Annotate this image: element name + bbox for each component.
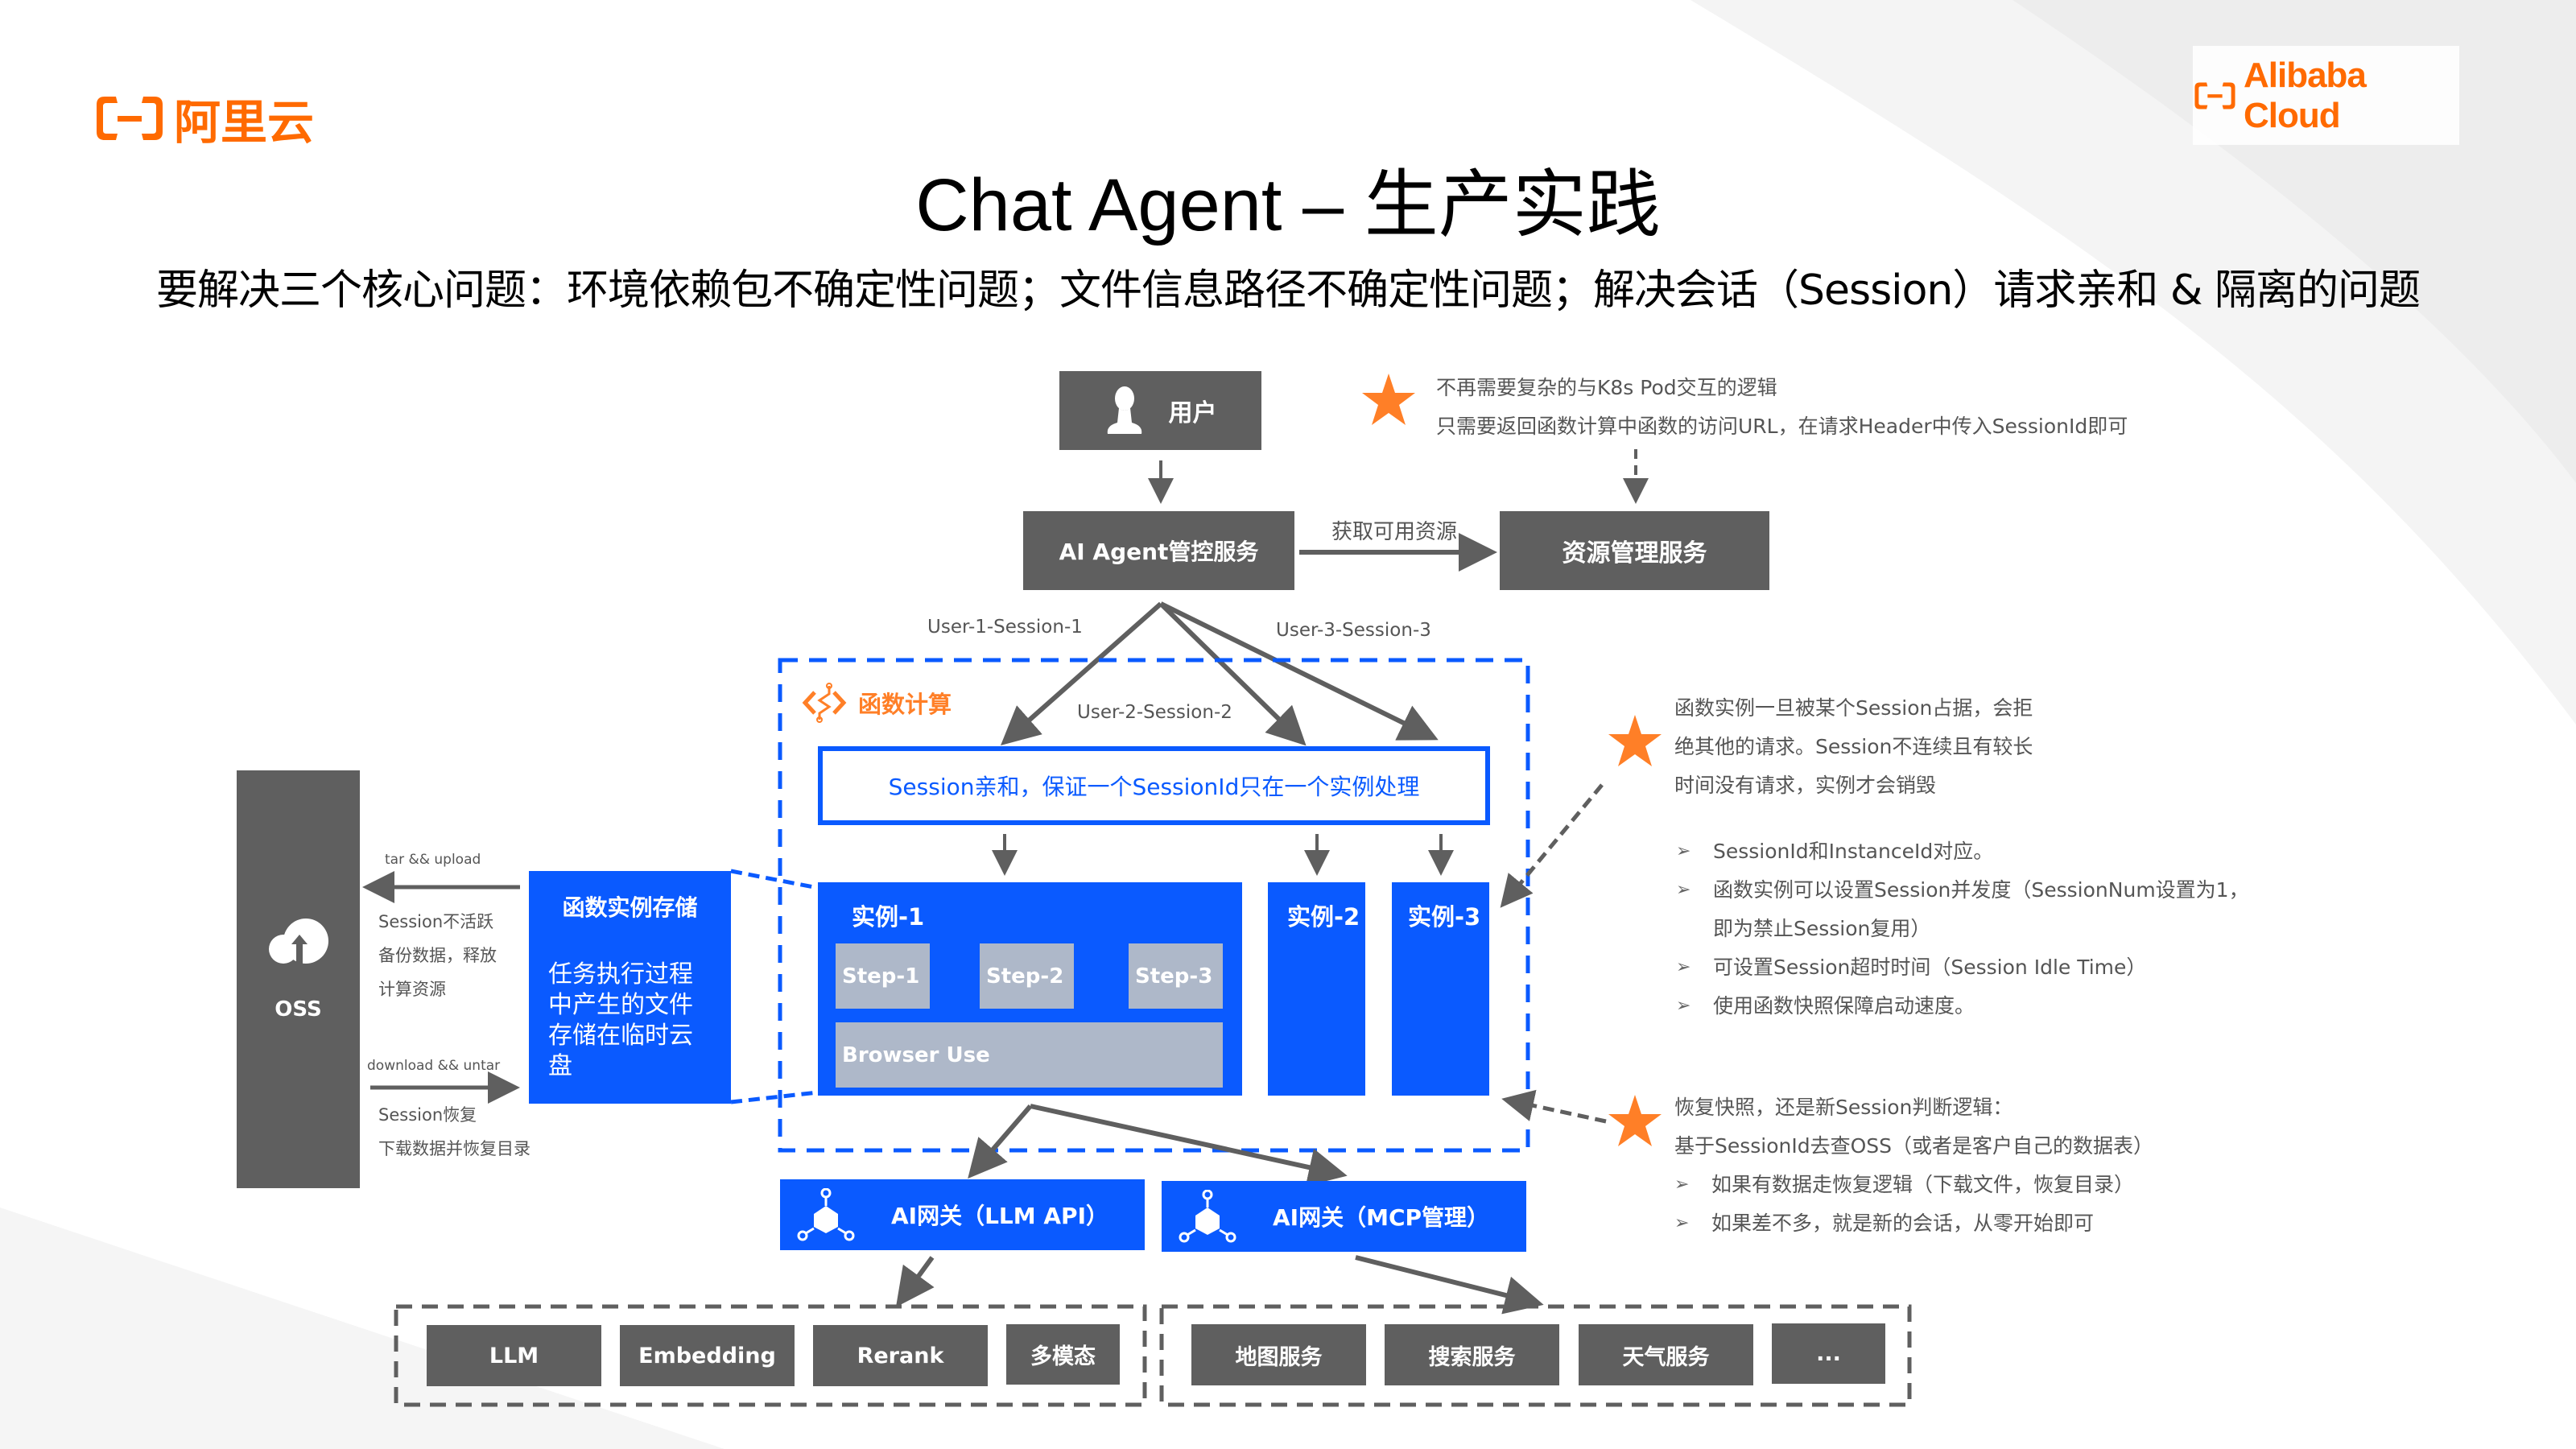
ai-agent-service-label: AI Agent管控服务 [1059,539,1259,565]
resource-service-box: 资源管理服务 [1500,511,1769,590]
session-affinity-label: Session亲和，保证一个SessionId只在一个实例处理 [888,774,1420,800]
alibaba-bracket-icon [2194,82,2235,109]
arrow-restore-to-instance3 [1501,1089,1607,1124]
instance-storage-title: 函数实例存储 [562,894,698,921]
step-2: Step-2 [980,943,1074,1009]
bullet-item: ➢可设置Session超时时间（Session Idle Time） [1676,948,2249,987]
bullet-arrow-icon: ➢ [1674,1174,1690,1195]
star-icon [1362,374,1415,425]
user-box: 用户 [1059,371,1261,450]
resource-service-label: 资源管理服务 [1562,539,1707,568]
restore-note-line: 基于SessionId去查OSS（或者是客户自己的数据表） [1674,1134,2154,1158]
arrow-to-mcp-gateway [1030,1104,1348,1187]
star-icon [1608,715,1662,766]
service-llm: LLM [427,1325,601,1386]
upload-arrow-label: tar && upload [385,852,481,868]
download-arrow-label: download && untar [367,1058,501,1074]
instance-1: 实例-1 Step-1 Step-2 Step-3 Browser Use [818,882,1242,1096]
page-title: Chat Agent – 生产实践 [915,164,1661,246]
instance-note-line: 时间没有请求，实例才会销毁 [1674,774,1937,797]
top-note: 不再需要复杂的与K8s Pod交互的逻辑 只需要返回函数计算中函数的访问URL，… [1436,369,2128,446]
upload-note-line: 计算资源 [378,980,446,999]
session-affinity-box: Session亲和，保证一个SessionId只在一个实例处理 [818,746,1490,825]
instance-note-line: 绝其他的请求。Session不连续且有较长 [1674,735,2033,758]
session-label-1: User-1-Session-1 [927,617,1083,638]
function-compute-icon [802,683,847,723]
oss-label: OSS [275,997,322,1022]
instance-storage-box: 函数实例存储 任务执行过程中产生的文件存储在临时云盘 [529,871,731,1104]
fc-header: 函数计算 [802,683,952,723]
session-label-2: User-2-Session-2 [1077,702,1232,723]
aliyun-logo: 阿里云 [93,90,314,150]
bullet-item: ➢如果差不多，就是新的会话，从零开始即可 [1674,1204,2153,1243]
user-icon [1107,386,1141,434]
page-subtitle: 要解决三个核心问题：环境依赖包不确定性问题；文件信息路径不确定性问题；解决会话（… [155,266,2421,315]
step-1: Step-1 [836,943,930,1009]
service-more: ... [1772,1323,1885,1384]
aliyun-bracket-icon [97,97,163,140]
service-embedding: Embedding [620,1325,795,1386]
service-search: 搜索服务 [1385,1324,1559,1385]
browser-use: Browser Use [836,1022,1223,1088]
instance-2-label: 实例-2 [1287,903,1360,931]
fc-label: 函数计算 [858,691,952,718]
instance-note-line: 函数实例一旦被某个Session占据，会拒 [1674,696,2033,720]
llm-gateway-label: AI网关（LLM API） [891,1203,1108,1229]
bullet-item: ➢如果有数据走恢复逻辑（下载文件，恢复目录） [1674,1166,2153,1204]
gateway-icon [797,1188,855,1241]
instance-note: 函数实例一旦被某个Session占据，会拒 绝其他的请求。Session不连续且… [1674,689,2033,805]
download-note: Session恢复 下载数据并恢复目录 [378,1098,530,1166]
step-3: Step-3 [1129,943,1223,1009]
service-multimodal: 多模态 [1006,1324,1120,1385]
bullet-arrow-icon: ➢ [1676,957,1691,977]
star-icon [1608,1095,1662,1146]
bullet-item: ➢SessionId和InstanceId对应。 [1676,832,2249,871]
service-map: 地图服务 [1191,1324,1366,1385]
mcp-gateway-label: AI网关（MCP管理） [1273,1204,1490,1231]
bullet-arrow-icon: ➢ [1676,841,1691,861]
aliyun-logo-text: 阿里云 [174,95,315,150]
instance-3: 实例-3 [1392,882,1489,1096]
arrow-llm-to-models [895,1256,935,1307]
bullet-arrow-icon: ➢ [1676,880,1691,900]
restore-note: 恢复快照，还是新Session判断逻辑： 基于SessionId去查OSS（或者… [1674,1088,2153,1243]
ai-agent-service-box: AI Agent管控服务 [1023,511,1294,590]
cloud-upload-icon [269,919,328,965]
alibaba-cloud-logo-text: Alibaba Cloud [2243,55,2367,135]
download-note-line: 下载数据并恢复目录 [378,1139,530,1158]
instance-1-label: 实例-1 [852,903,925,931]
alibaba-cloud-logo: Alibaba Cloud [2193,46,2459,145]
mcp-gateway-box: AI网关（MCP管理） [1162,1181,1526,1252]
service-weather: 天气服务 [1579,1324,1753,1385]
bullet-item: ➢使用函数快照保障启动速度。 [1676,987,2249,1026]
bullet-item-cont: 即为禁止Session复用） [1713,917,1931,940]
download-note-line: Session恢复 [378,1105,477,1125]
upload-note: Session不活跃 备份数据，释放 计算资源 [378,905,497,1006]
bullet-arrow-icon: ➢ [1674,1213,1690,1233]
instance-note-bullets: ➢SessionId和InstanceId对应。 ➢函数实例可以设置Sessio… [1676,832,2249,1026]
instance-storage-desc: 任务执行过程中产生的文件存储在临时云盘 [548,960,693,1080]
bullet-item: ➢函数实例可以设置Session并发度（SessionNum设置为1， [1676,871,2249,910]
top-note-line: 只需要返回函数计算中函数的访问URL，在请求Header中传入SessionId… [1436,415,2128,438]
llm-gateway-box: AI网关（LLM API） [780,1179,1145,1250]
instance-2: 实例-2 [1268,882,1365,1096]
arrow-mcp-to-services [1355,1255,1544,1315]
arrow-note-to-instance3 [1500,783,1604,908]
session-label-3: User-3-Session-3 [1276,620,1431,641]
gateway-icon [1179,1190,1236,1243]
upload-note-line: 备份数据，释放 [378,946,497,965]
service-rerank: Rerank [813,1325,988,1386]
get-resource-label: 获取可用资源 [1331,520,1458,544]
bullet-arrow-icon: ➢ [1676,996,1691,1016]
user-label: 用户 [1168,399,1217,427]
restore-note-line: 恢复快照，还是新Session判断逻辑： [1674,1096,2013,1119]
top-note-line: 不再需要复杂的与K8s Pod交互的逻辑 [1436,376,1777,399]
upload-note-line: Session不活跃 [378,912,494,931]
oss-box: OSS [237,770,360,1188]
instance-3-label: 实例-3 [1408,903,1481,931]
arrow-to-llm-gateway [968,1104,1033,1179]
